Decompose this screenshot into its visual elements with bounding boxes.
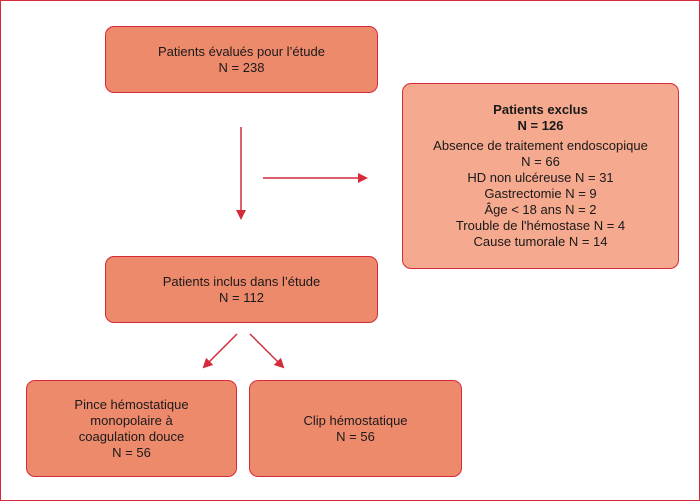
excluded-reason: Trouble de l'hémostase N = 4 bbox=[455, 218, 626, 233]
included-label: Patients inclus dans l’étude bbox=[162, 273, 321, 289]
excluded-reason: Âge < 18 ans N = 2 bbox=[484, 202, 597, 217]
evaluated-box: Patients évalués pour l’étude N = 238 bbox=[105, 26, 378, 93]
included-box: Patients inclus dans l’étude N = 112 bbox=[105, 256, 378, 323]
pince-line: Pince hémostatique bbox=[74, 396, 189, 412]
excluded-reason: Gastrectomie N = 9 bbox=[484, 186, 597, 201]
excluded-total: N = 126 bbox=[517, 118, 564, 133]
excluded-title: Patients exclus bbox=[493, 102, 588, 117]
arrow-to-pince bbox=[202, 333, 238, 369]
excluded-reason: HD non ulcéreuse N = 31 bbox=[467, 170, 614, 185]
excluded-box: Patients exclus N = 126 Absence de trait… bbox=[402, 83, 679, 269]
excluded-reason: Absence de traitement endoscopique bbox=[433, 138, 648, 153]
pince-line: coagulation douce bbox=[78, 428, 185, 444]
pince-line: monopolaire à bbox=[90, 412, 173, 428]
pince-box: Pince hémostatique monopolaire à coagula… bbox=[26, 380, 237, 477]
arrow-to-clip bbox=[249, 333, 285, 369]
clip-count: N = 56 bbox=[336, 428, 375, 444]
evaluated-label: Patients évalués pour l’étude bbox=[158, 43, 325, 59]
clip-label: Clip hémostatique bbox=[303, 412, 408, 428]
evaluated-count: N = 238 bbox=[218, 59, 265, 75]
excluded-reason: N = 66 bbox=[521, 154, 560, 169]
excluded-reason: Cause tumorale N = 14 bbox=[473, 234, 608, 249]
included-count: N = 112 bbox=[219, 289, 264, 305]
clip-box: Clip hémostatique N = 56 bbox=[249, 380, 462, 477]
pince-count: N = 56 bbox=[112, 444, 151, 460]
